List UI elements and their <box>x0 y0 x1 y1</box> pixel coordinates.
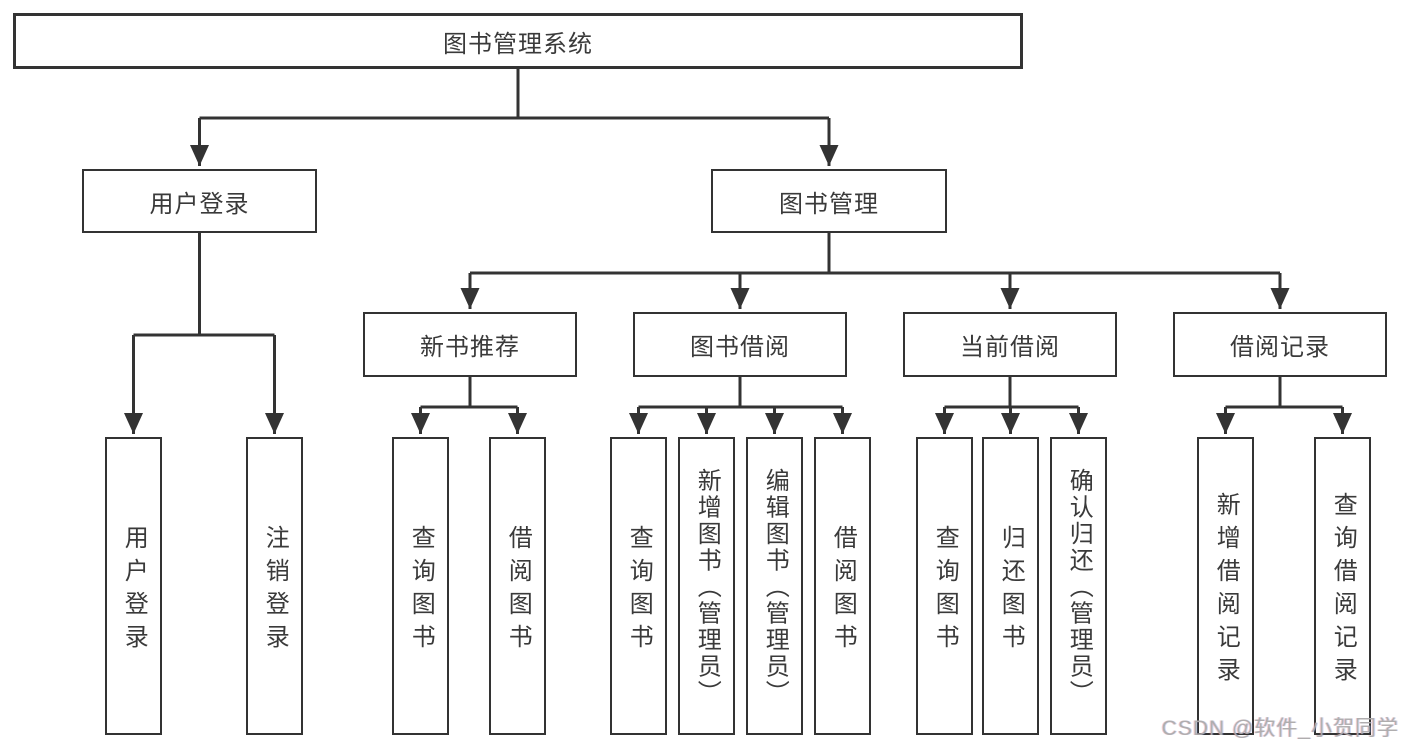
leaf-borrow-book-label: 借阅图书 <box>829 524 857 657</box>
leaf-user-login-label: 用户登录 <box>120 524 148 657</box>
leaf-query-book-borrow: 查询图书 <box>610 437 667 735</box>
node-new-book-recommend: 新书推荐 <box>363 312 577 377</box>
node-library-system-label: 图书管理系统 <box>443 30 593 58</box>
node-book-management-label: 图书管理 <box>779 190 879 218</box>
leaf-borrow-book-recommend-label: 借阅图书 <box>504 524 532 657</box>
leaf-query-borrow-record: 查询借阅记录 <box>1314 437 1371 735</box>
leaf-query-book-current: 查询图书 <box>916 437 973 735</box>
node-borrow-records: 借阅记录 <box>1173 312 1387 377</box>
node-library-system: 图书管理系统 <box>13 13 1023 69</box>
leaf-return-book-label: 归还图书 <box>997 524 1025 657</box>
node-book-borrow-label: 图书借阅 <box>690 334 790 361</box>
leaf-add-book-admin: 新增图书（管理员） <box>678 437 735 735</box>
node-user-login-label: 用户登录 <box>149 190 250 218</box>
leaf-borrow-book: 借阅图书 <box>814 437 871 735</box>
leaf-query-book-recommend: 查询图书 <box>392 437 449 735</box>
leaf-query-borrow-record-label: 查询借阅记录 <box>1329 491 1357 690</box>
leaf-query-book-current-label: 查询图书 <box>931 524 959 657</box>
leaf-user-login: 用户登录 <box>105 437 162 735</box>
leaf-edit-book-admin: 编辑图书（管理员） <box>746 437 803 735</box>
node-new-book-recommend-label: 新书推荐 <box>420 334 520 361</box>
leaf-add-borrow-record-label: 新增借阅记录 <box>1212 491 1240 690</box>
node-current-borrow-label: 当前借阅 <box>960 334 1060 361</box>
leaf-edit-book-admin-label: 编辑图书（管理员） <box>761 468 789 707</box>
leaf-confirm-return-admin-label: 确认归还（管理员） <box>1065 468 1093 707</box>
leaf-query-book-borrow-label: 查询图书 <box>625 524 653 657</box>
node-current-borrow: 当前借阅 <box>903 312 1117 377</box>
leaf-logout: 注销登录 <box>246 437 303 735</box>
leaf-borrow-book-recommend: 借阅图书 <box>489 437 546 735</box>
node-book-borrow: 图书借阅 <box>633 312 847 377</box>
node-user-login: 用户登录 <box>82 169 317 233</box>
csdn-watermark: CSDN @软件_小贺同学 <box>1161 717 1399 740</box>
node-borrow-records-label: 借阅记录 <box>1230 334 1330 361</box>
leaf-add-book-admin-label: 新增图书（管理员） <box>693 468 721 707</box>
leaf-return-book: 归还图书 <box>982 437 1039 735</box>
leaf-add-borrow-record: 新增借阅记录 <box>1197 437 1254 735</box>
leaf-logout-label: 注销登录 <box>261 524 289 657</box>
leaf-query-book-recommend-label: 查询图书 <box>407 524 435 657</box>
leaf-confirm-return-admin: 确认归还（管理员） <box>1050 437 1107 735</box>
node-book-management: 图书管理 <box>711 169 947 233</box>
